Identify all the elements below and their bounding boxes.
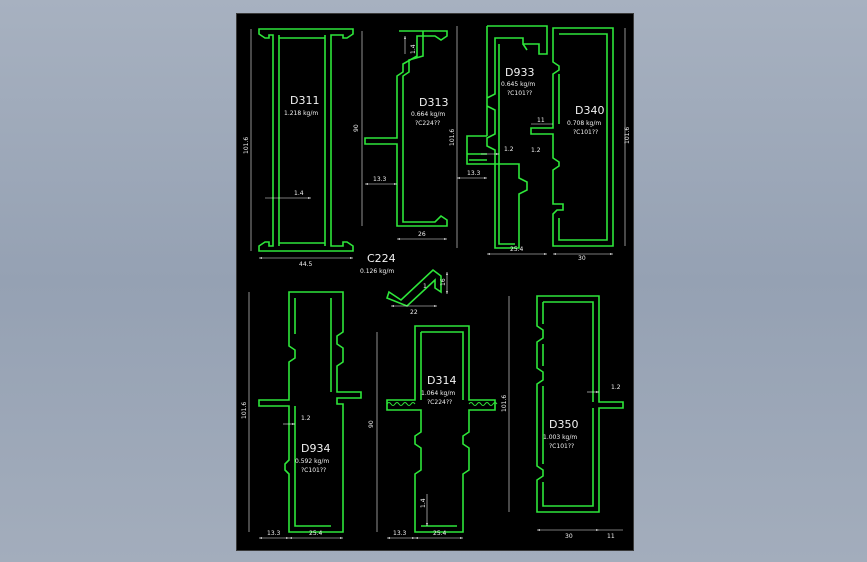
d311-weight: 1.218 kg/m (284, 110, 318, 117)
d314-height-label: 90 (368, 420, 375, 428)
c224-title: C224 (367, 252, 396, 265)
d313-step-label: 13.3 (373, 176, 387, 183)
d933-code: ?C101?? (507, 90, 532, 97)
d311-title: D311 (290, 94, 319, 107)
d311-height-label: 101.6 (243, 137, 250, 154)
profile-d313: D313 0.664 kg/m ?C224?? 13.3 26 1.4 90 (353, 30, 448, 240)
d313-height-label: 90 (353, 124, 360, 132)
d933-outline (466, 25, 548, 249)
d311-wall-label: 1.4 (294, 190, 304, 197)
c224-width-label: 22 (410, 309, 418, 316)
profile-d350: D350 1.003 kg/m ?C101?? 30 11 1.2 101.6 (501, 295, 624, 540)
profile-d934: D934 0.592 kg/m ?C101?? 13.3 25.4 1.2 10… (241, 291, 362, 539)
d350-wall-label: 1.2 (611, 384, 621, 391)
d314-step-label: 13.3 (393, 530, 407, 537)
d311-inner (278, 35, 326, 246)
d934-wall-label: 1.2 (301, 415, 311, 422)
profile-drawing: D311 1.218 kg/m 1.4 44.5 101.6 D313 0.66… (241, 25, 631, 540)
d340-title: D340 (575, 104, 604, 117)
d340-height-label: 101.6 (624, 127, 631, 144)
d311-width-label: 44.5 (299, 261, 313, 268)
d350-width-label: 30 (565, 533, 573, 540)
profile-d311: D311 1.218 kg/m 1.4 44.5 101.6 (243, 28, 354, 268)
c224-weight: 0.126 kg/m (360, 268, 394, 275)
d340-outline (530, 27, 614, 247)
d314-code: ?C224?? (427, 399, 452, 406)
d314-width-label: 25.4 (433, 530, 447, 537)
d350-title: D350 (549, 418, 578, 431)
d340-wall-label: 1.2 (531, 147, 541, 154)
d313-width-label: 26 (418, 231, 426, 238)
d350-leg-label: 11 (607, 533, 615, 540)
d340-width-label: 30 (578, 255, 586, 262)
profile-c224: C224 0.126 kg/m 22 16 1 (360, 252, 448, 316)
profile-d933: D933 0.645 kg/m ?C101?? 13.3 25.4 1.2 10… (449, 25, 548, 255)
d934-title: D934 (301, 442, 330, 455)
d313-wall-label: 1.4 (410, 44, 417, 54)
c224-outline (386, 268, 442, 307)
d340-code: ?C101?? (573, 129, 598, 136)
d933-inner (498, 43, 528, 245)
d314-outline (386, 325, 496, 533)
d934-weight: 0.592 kg/m (295, 458, 329, 465)
d350-code: ?C101?? (549, 443, 574, 450)
d314-wall-label: 1.4 (420, 498, 427, 508)
d314-title: D314 (427, 374, 456, 387)
d933-width-label: 25.4 (510, 246, 524, 253)
d934-step-label: 13.3 (267, 530, 281, 537)
d934-outline (258, 291, 362, 533)
d934-height-label: 101.6 (241, 402, 248, 419)
d313-code: ?C224?? (415, 120, 440, 127)
d934-code: ?C101?? (301, 467, 326, 474)
d933-step-label: 13.3 (467, 170, 481, 177)
d314-weight: 1.064 kg/m (421, 390, 455, 397)
d340-weight: 0.708 kg/m (567, 120, 601, 127)
d933-weight: 0.645 kg/m (501, 81, 535, 88)
d934-inner (294, 298, 332, 527)
d350-height-label: 101.6 (501, 395, 508, 412)
d933-title: D933 (505, 66, 534, 79)
d933-wall-label: 1.2 (504, 146, 514, 153)
d934-width-label: 25.4 (309, 530, 323, 537)
d313-outline (364, 30, 448, 227)
d340-inner (558, 33, 608, 241)
drawing-sheet: D311 1.218 kg/m 1.4 44.5 101.6 D313 0.66… (236, 13, 634, 551)
d350-inner (542, 301, 594, 507)
d350-outline (536, 295, 624, 513)
profile-d340: D340 0.708 kg/m ?C101?? 30 11 1.2 101.6 (530, 27, 631, 262)
c224-height-label: 16 (440, 278, 447, 286)
c224-angle-label: 1 (423, 283, 427, 290)
d311-outline (258, 28, 354, 252)
profile-d314: D314 1.064 kg/m ?C224?? 13.3 25.4 1.4 90 (368, 325, 498, 539)
d313-weight: 0.664 kg/m (411, 111, 445, 118)
d313-title: D313 (419, 96, 448, 109)
d933-height-label: 101.6 (449, 129, 456, 146)
d350-weight: 1.003 kg/m (543, 434, 577, 441)
d314-serration (386, 402, 498, 406)
d340-leg-label: 11 (537, 117, 545, 124)
